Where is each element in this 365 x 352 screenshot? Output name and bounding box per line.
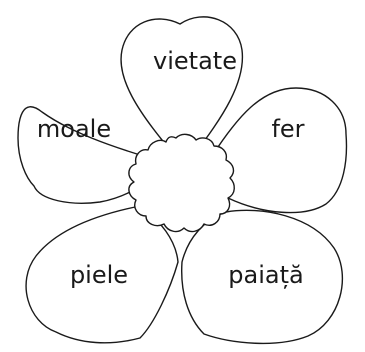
petal-bottom-right-label: paiață — [228, 261, 303, 289]
petal-top-label: vietate — [153, 47, 237, 75]
petal-right: fer — [211, 87, 348, 214]
petal-top: vietate — [120, 16, 244, 153]
petal-left-label: moale — [37, 115, 111, 143]
petal-bottom-right: paiață — [181, 209, 343, 345]
petal-right-label: fer — [271, 115, 304, 143]
petal-bottom-left-label: piele — [70, 261, 128, 289]
petal-left: moale — [17, 106, 151, 204]
petal-bottom-left: piele — [25, 205, 179, 344]
flower-center — [128, 133, 235, 233]
